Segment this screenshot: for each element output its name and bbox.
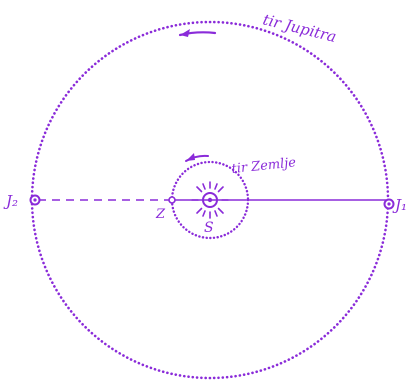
jupiter-right-icon (385, 200, 394, 209)
earth-orbit-label: tir Zemlje (231, 155, 297, 177)
jupiter-orbit-label: tir Jupitra (261, 10, 338, 46)
jupiter-orbit-arrow-icon (180, 29, 215, 37)
sun-label: S (204, 220, 214, 236)
jupiter-right-label: J₁ (392, 196, 407, 214)
sun-icon (192, 182, 228, 218)
jupiter-left-label: J₂ (3, 192, 18, 210)
earth-orbit-arrow-icon (186, 153, 208, 161)
earth-label: Z (155, 207, 166, 222)
jupiter-left-icon (31, 196, 40, 205)
earth-icon (169, 197, 175, 203)
